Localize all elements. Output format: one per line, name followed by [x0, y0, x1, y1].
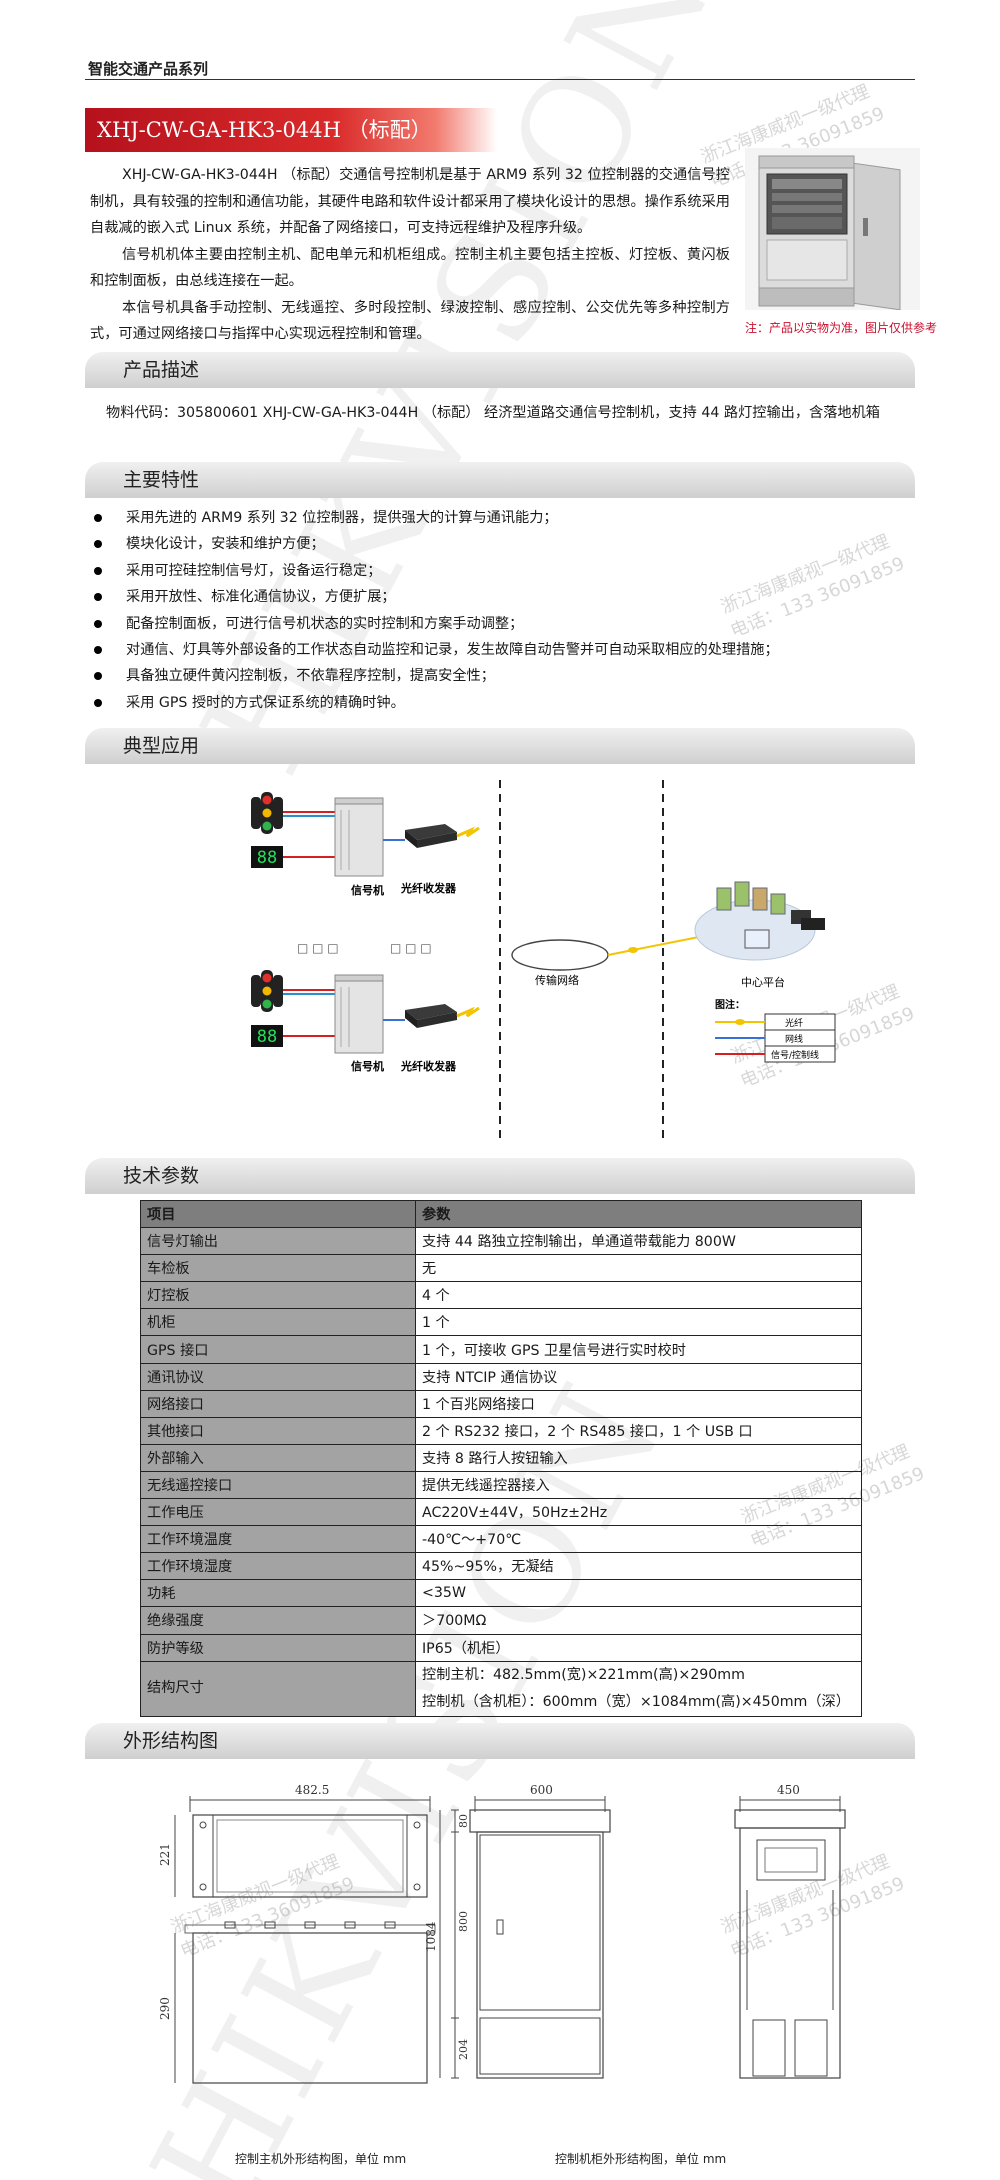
- dimension-drawings: 482.5 221 290 控制主机外形结构图，单位 mm 600 80 800…: [158, 1783, 846, 2166]
- spec-table: 项目 参数 信号灯输出支持 44 路独立控制输出，单通道带载能力 800W 车检…: [140, 1199, 862, 1717]
- host-top-view: [174, 1921, 436, 2084]
- countdown-display-icon: 88: [251, 1025, 283, 1047]
- header-rule: [85, 79, 915, 80]
- section-header-specs: 技术参数: [85, 1158, 915, 1194]
- host-depth-label: 290: [158, 1997, 172, 2020]
- host-caption: 控制主机外形结构图，单位 mm: [235, 2151, 406, 2166]
- transceiver-label: 光纤收发器: [400, 881, 457, 895]
- header-cell: 参数: [415, 1199, 862, 1229]
- host-width-label: 482.5: [295, 1783, 329, 1797]
- fiber-link-icon: [456, 1006, 480, 1018]
- description-text: 物料代码：305800601 XHJ-CW-GA-HK3-044H （标配） 经…: [106, 405, 880, 421]
- traffic-light-icon: [251, 792, 283, 834]
- diagram-legend: 图注： 光纤 网线 信号/控制线: [715, 998, 836, 1063]
- table-row: 工作环境温度-40℃～+70℃: [140, 1525, 862, 1554]
- fiber-transceiver-icon: [405, 824, 457, 848]
- cabinet-side-view: [734, 1796, 846, 2079]
- product-photo: [745, 148, 920, 310]
- product-title: XHJ-CW-GA-HK3-044H （标配）: [85, 108, 497, 152]
- application-diagram: 88 信号机 光纤收发器 □ □ □ □ □ □ 传输网络 中心平台: [251, 780, 836, 1140]
- traffic-light-icon: [251, 970, 283, 1012]
- table-row: 无线遥控接口提供无线遥控器接入: [140, 1470, 862, 1500]
- section-header-application: 典型应用: [85, 728, 915, 764]
- section-header-description: 产品描述: [85, 352, 915, 388]
- dots-left: □ □ □: [297, 941, 339, 955]
- countdown-display-icon: 88: [251, 846, 283, 868]
- intro-paragraph: 信号机机体主要由控制主机、配电单元和机柜组成。控制主机主要包括主控板、灯控板、黄…: [90, 246, 730, 290]
- host-front-view: [174, 1796, 431, 1898]
- section-header-drawings: 外形结构图: [85, 1723, 915, 1759]
- cab-width-label: 600: [530, 1783, 553, 1797]
- host-height-label: 221: [158, 1843, 172, 1866]
- section-header-features: 主要特性: [85, 462, 915, 498]
- feature-item: 配备控制面板，可进行信号机状态的实时控制和方案手动调整；: [92, 611, 912, 637]
- feature-item: 模块化设计，安装和维护方便；: [92, 531, 912, 557]
- svg-text:光纤: 光纤: [785, 1017, 803, 1029]
- cab-caption: 控制机柜外形结构图，单位 mm: [555, 2151, 726, 2166]
- transceiver-label: 光纤收发器: [400, 1059, 457, 1073]
- table-row: 绝缘强度＞700MΩ: [140, 1606, 862, 1635]
- cab-depth-label: 450: [777, 1783, 800, 1797]
- feature-item: 采用 GPS 授时的方式保证系统的精确时钟。: [92, 690, 912, 716]
- features-list: 采用先进的 ARM9 系列 32 位控制器，提供强大的计算与通讯能力； 模块化设…: [92, 505, 912, 716]
- center-platform-icon: [694, 881, 825, 961]
- cab-bottom-label: 204: [457, 2039, 470, 2060]
- feature-item: 采用开放性、标准化通信协议，方便扩展；: [92, 584, 912, 610]
- photo-note: 注：产品以实物为准，图片仅供参考: [745, 321, 938, 335]
- signal-cabinet-icon: [334, 974, 384, 1054]
- network-cloud-icon: [511, 939, 609, 971]
- feature-item: 具备独立硬件黄闪控制板，不依靠程序控制，提高安全性；: [92, 663, 912, 689]
- table-header-row: 项目 参数: [140, 1199, 862, 1229]
- intro-paragraph: XHJ-CW-GA-HK3-044H （标配）交通信号控制机是基于 ARM9 系…: [90, 167, 730, 236]
- signal-label: 信号机: [351, 883, 384, 897]
- svg-text:信号/控制线: 信号/控制线: [771, 1049, 819, 1061]
- product-intro: XHJ-CW-GA-HK3-044H （标配）交通信号控制机是基于 ARM9 系…: [90, 162, 730, 348]
- header-cell: 项目: [140, 1199, 416, 1229]
- signal-label: 信号机: [351, 1059, 384, 1073]
- cab-mid-label: 800: [457, 1911, 470, 1932]
- svg-text:88: 88: [257, 848, 277, 868]
- signal-cabinet-icon: [334, 797, 384, 877]
- dots-right: □ □ □: [390, 941, 432, 955]
- table-row: 功耗<35W: [140, 1579, 862, 1608]
- cab-top-label: 80: [457, 1814, 470, 1828]
- svg-text:网线: 网线: [785, 1033, 803, 1045]
- fiber-link-icon: [456, 826, 480, 838]
- cabinet-front-view: [439, 1796, 611, 2079]
- intro-paragraph: 本信号机具备手动控制、无线遥控、多时段控制、绿波控制、感应控制、公交优先等多种控…: [90, 299, 730, 343]
- fiber-transceiver-icon: [405, 1004, 457, 1028]
- feature-item: 对通信、灯具等外部设备的工作状态自动监控和记录，发生故障自动告警并可自动采取相应…: [92, 637, 912, 663]
- svg-text:88: 88: [257, 1027, 277, 1047]
- table-row: 外部输入支持 8 路行人按钮输入: [140, 1443, 862, 1472]
- feature-item: 采用可控硅控制信号灯，设备运行稳定；: [92, 558, 912, 584]
- svg-text:图注：: 图注：: [715, 998, 745, 1011]
- center-label: 中心平台: [741, 975, 785, 989]
- table-row: 车检板无: [140, 1254, 862, 1283]
- series-label: 智能交通产品系列: [88, 60, 209, 78]
- cab-total-label: 1084: [424, 1921, 438, 1952]
- table-row: 信号灯输出支持 44 路独立控制输出，单通道带载能力 800W: [140, 1227, 862, 1256]
- feature-item: 采用先进的 ARM9 系列 32 位控制器，提供强大的计算与通讯能力；: [92, 505, 912, 531]
- network-label: 传输网络: [535, 973, 579, 987]
- table-row: 通讯协议支持 NTCIP 通信协议: [140, 1362, 862, 1391]
